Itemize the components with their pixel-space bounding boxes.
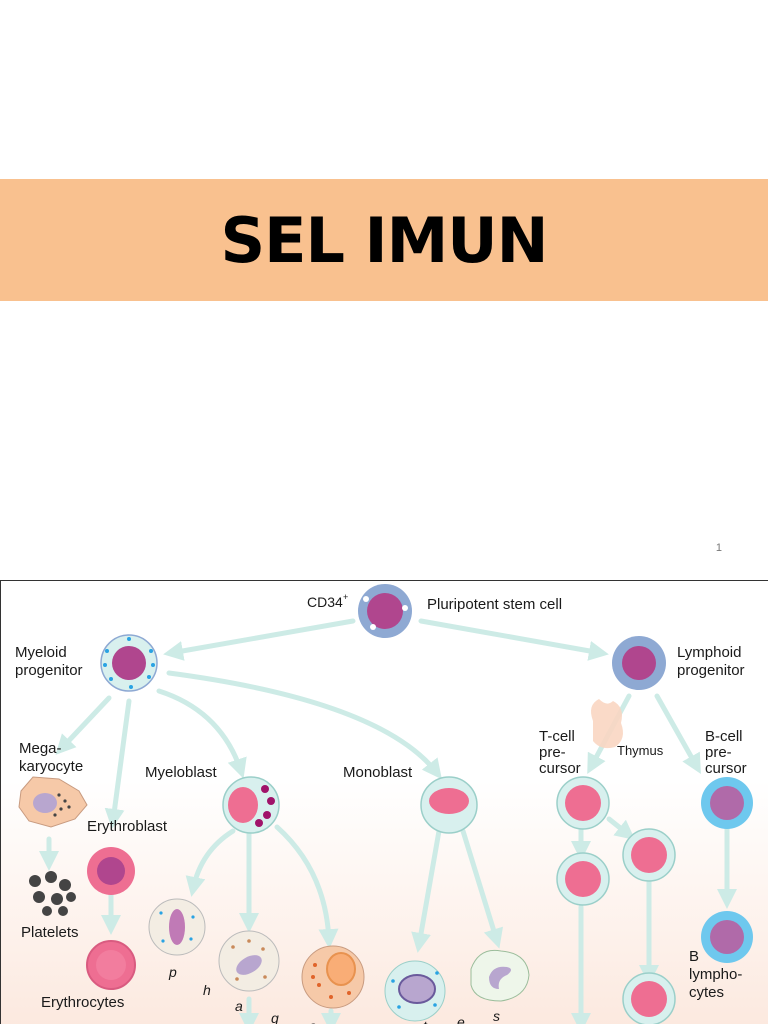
title-band: SEL IMUN	[0, 179, 768, 301]
tcell-stage-3	[622, 828, 676, 882]
b-lymphocyte-cell	[701, 911, 753, 963]
phagocyte-letter-3: a	[235, 998, 243, 1014]
arrow-to-bcell-precursor	[654, 693, 701, 774]
myeloid-label-line1: Myeloid	[15, 644, 67, 661]
erythroblast-label: Erythroblast	[87, 818, 168, 835]
myeloblast-cell	[222, 776, 280, 834]
tcell-label-line3: cursor	[539, 760, 581, 777]
b-lymphocytes-label-line2: lympho-	[689, 966, 742, 983]
lymphoid-progenitor-cell	[612, 636, 666, 690]
bcell-label-line3: cursor	[705, 760, 747, 777]
hematopoiesis-figure: CD34 + Pluripotent stem cell Myeloid pro…	[0, 580, 768, 1024]
erythrocyte-cell	[86, 940, 136, 990]
mono-letter-1: t	[423, 1018, 428, 1024]
hematopoiesis-diagram: CD34 + Pluripotent stem cell Myeloid pro…	[1, 581, 768, 1024]
arrow-to-neutrophil	[274, 824, 339, 949]
megakaryocyte-label-line1: Mega-	[19, 740, 62, 757]
arrow-to-monocyte	[411, 828, 442, 953]
bcell-precursor-cell	[701, 777, 753, 829]
tcell-label-line2: pre-	[539, 744, 566, 761]
basophil-cell	[218, 930, 280, 992]
thymus-organ	[591, 699, 623, 749]
myeloid-progenitor-cell	[100, 634, 158, 692]
phagocyte-letter-5: o	[309, 1018, 317, 1024]
erythroblast-cell	[87, 847, 135, 895]
arrow-stem-to-lymphoid	[418, 618, 609, 661]
lymphoid-label-line1: Lymphoid	[677, 644, 741, 661]
tcell-stage-2	[556, 852, 610, 906]
macrophage-cell	[470, 949, 530, 1002]
arrow-tcell-2	[606, 816, 636, 840]
pluripotent-stem-cell-label: Pluripotent stem cell	[427, 596, 562, 613]
arrow-to-macrophage	[460, 828, 504, 949]
arrow-to-eosinophil	[185, 828, 236, 897]
platelets-cluster	[29, 871, 76, 916]
thymus-label: Thymus	[617, 743, 664, 758]
stem-marker-label: CD34	[307, 594, 343, 610]
myeloid-label-line2: progenitor	[15, 662, 83, 679]
phagocyte-letter-1: p	[168, 964, 177, 980]
myeloblast-label: Myeloblast	[145, 764, 218, 781]
platelets-label: Platelets	[21, 924, 79, 941]
stem-marker-sup: +	[343, 592, 348, 602]
arrow-to-myeloblast	[156, 688, 247, 779]
eosinophil-cell	[148, 898, 206, 956]
erythrocytes-label: Erythrocytes	[41, 994, 124, 1011]
tcell-label-line1: T-cell	[539, 728, 575, 745]
lymphoid-label-line2: progenitor	[677, 662, 745, 679]
megakaryocyte-label-line2: karyocyte	[19, 758, 83, 775]
arrow-to-erythroblast	[104, 698, 132, 829]
arrow-stem-to-myeloid	[163, 618, 356, 661]
phagocyte-letter-4: g	[271, 1010, 279, 1024]
neutrophil-cell	[301, 945, 365, 1009]
tcell-stage-4	[622, 972, 676, 1024]
tcell-precursor-cell	[556, 776, 610, 830]
page-number: 1	[715, 542, 722, 554]
b-lymphocytes-label-line1: B	[689, 948, 699, 965]
mono-letter-2: e	[457, 1014, 465, 1024]
arrow-to-megakaryocyte	[55, 695, 112, 755]
bcell-label-line1: B-cell	[705, 728, 743, 745]
lineage-arrows	[39, 618, 737, 1024]
b-lymphocytes-label-line3: cytes	[689, 984, 724, 1001]
phagocyte-letter-2: h	[203, 982, 211, 998]
mono-letter-3: s	[493, 1008, 500, 1024]
monocyte-cell	[384, 960, 446, 1022]
megakaryocyte-cell	[18, 776, 88, 828]
arrow-to-monoblast	[166, 670, 442, 780]
monoblast-cell	[420, 776, 478, 834]
slide-title: SEL IMUN	[220, 203, 548, 277]
monoblast-label: Monoblast	[343, 764, 413, 781]
pluripotent-stem-cell	[358, 584, 412, 638]
bcell-label-line2: pre-	[705, 744, 732, 761]
slide: SEL IMUN 1	[0, 179, 768, 554]
